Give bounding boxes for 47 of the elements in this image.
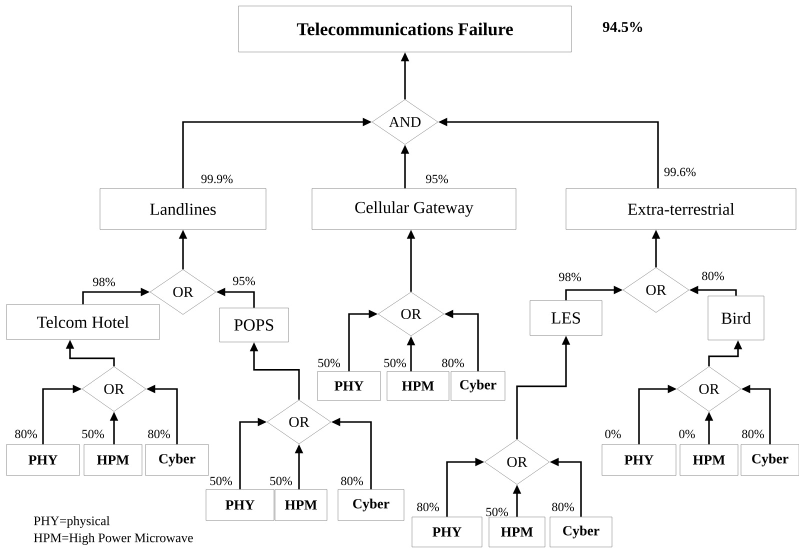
threat-box: HPM [680, 444, 738, 476]
threat-box: Cyber [550, 516, 612, 548]
threat-box: PHY [206, 489, 274, 521]
percentage-label: 94.5% [602, 22, 642, 32]
edge-label: 50% [269, 476, 293, 486]
threat-box: Cyber [145, 444, 209, 476]
threat-box: Cyber [740, 444, 799, 476]
event-box: Cellular Gateway [312, 188, 516, 230]
event-box: Telcom Hotel [6, 304, 160, 340]
edge-label: 80% [441, 358, 465, 368]
threat-box: PHY [6, 444, 80, 476]
threat-box: Cyber [450, 371, 506, 401]
edge-label: 99.6% [663, 167, 697, 177]
edge-label: 95% [425, 174, 449, 184]
event-box: POPS [219, 308, 289, 342]
event-box: LES [530, 300, 602, 336]
edge-label: 50% [209, 476, 233, 486]
note: PHY=physical [34, 516, 110, 528]
threat-box: HPM [274, 489, 328, 521]
edge-label: 80% [551, 502, 575, 512]
edge-label: 80% [701, 271, 725, 281]
event-box: Extra-terrestrial [566, 188, 796, 230]
threat-box: PHY [412, 516, 482, 548]
edge-label: 80% [147, 429, 171, 439]
event-box: Landlines [100, 188, 266, 230]
threat-box: PHY [317, 371, 381, 401]
edge-label: 80% [741, 429, 765, 439]
threat-box: PHY [602, 444, 676, 476]
threat-box: HPM [386, 371, 450, 401]
edge-label: 0% [678, 429, 696, 439]
edge-label: 50% [485, 507, 509, 517]
note: HPM=High Power Microwave [34, 533, 193, 545]
edge-label: 80% [340, 476, 364, 486]
edge-label: 80% [14, 429, 38, 439]
edge-label: 98% [92, 277, 116, 287]
top-event-box: Telecommunications Failure [238, 6, 572, 52]
edge-label: 50% [81, 429, 105, 439]
event-box: Bird [708, 296, 764, 340]
edge-label: 99.9% [200, 174, 234, 184]
edge-label: 0% [604, 429, 622, 439]
threat-box: HPM [84, 444, 142, 476]
edge-label: 50% [317, 358, 341, 368]
edge-label: 80% [416, 502, 440, 512]
threat-box: Cyber [338, 489, 404, 521]
edge-label: 50% [383, 358, 407, 368]
edge-label: 95% [232, 276, 256, 286]
edge-label: 98% [558, 272, 582, 282]
